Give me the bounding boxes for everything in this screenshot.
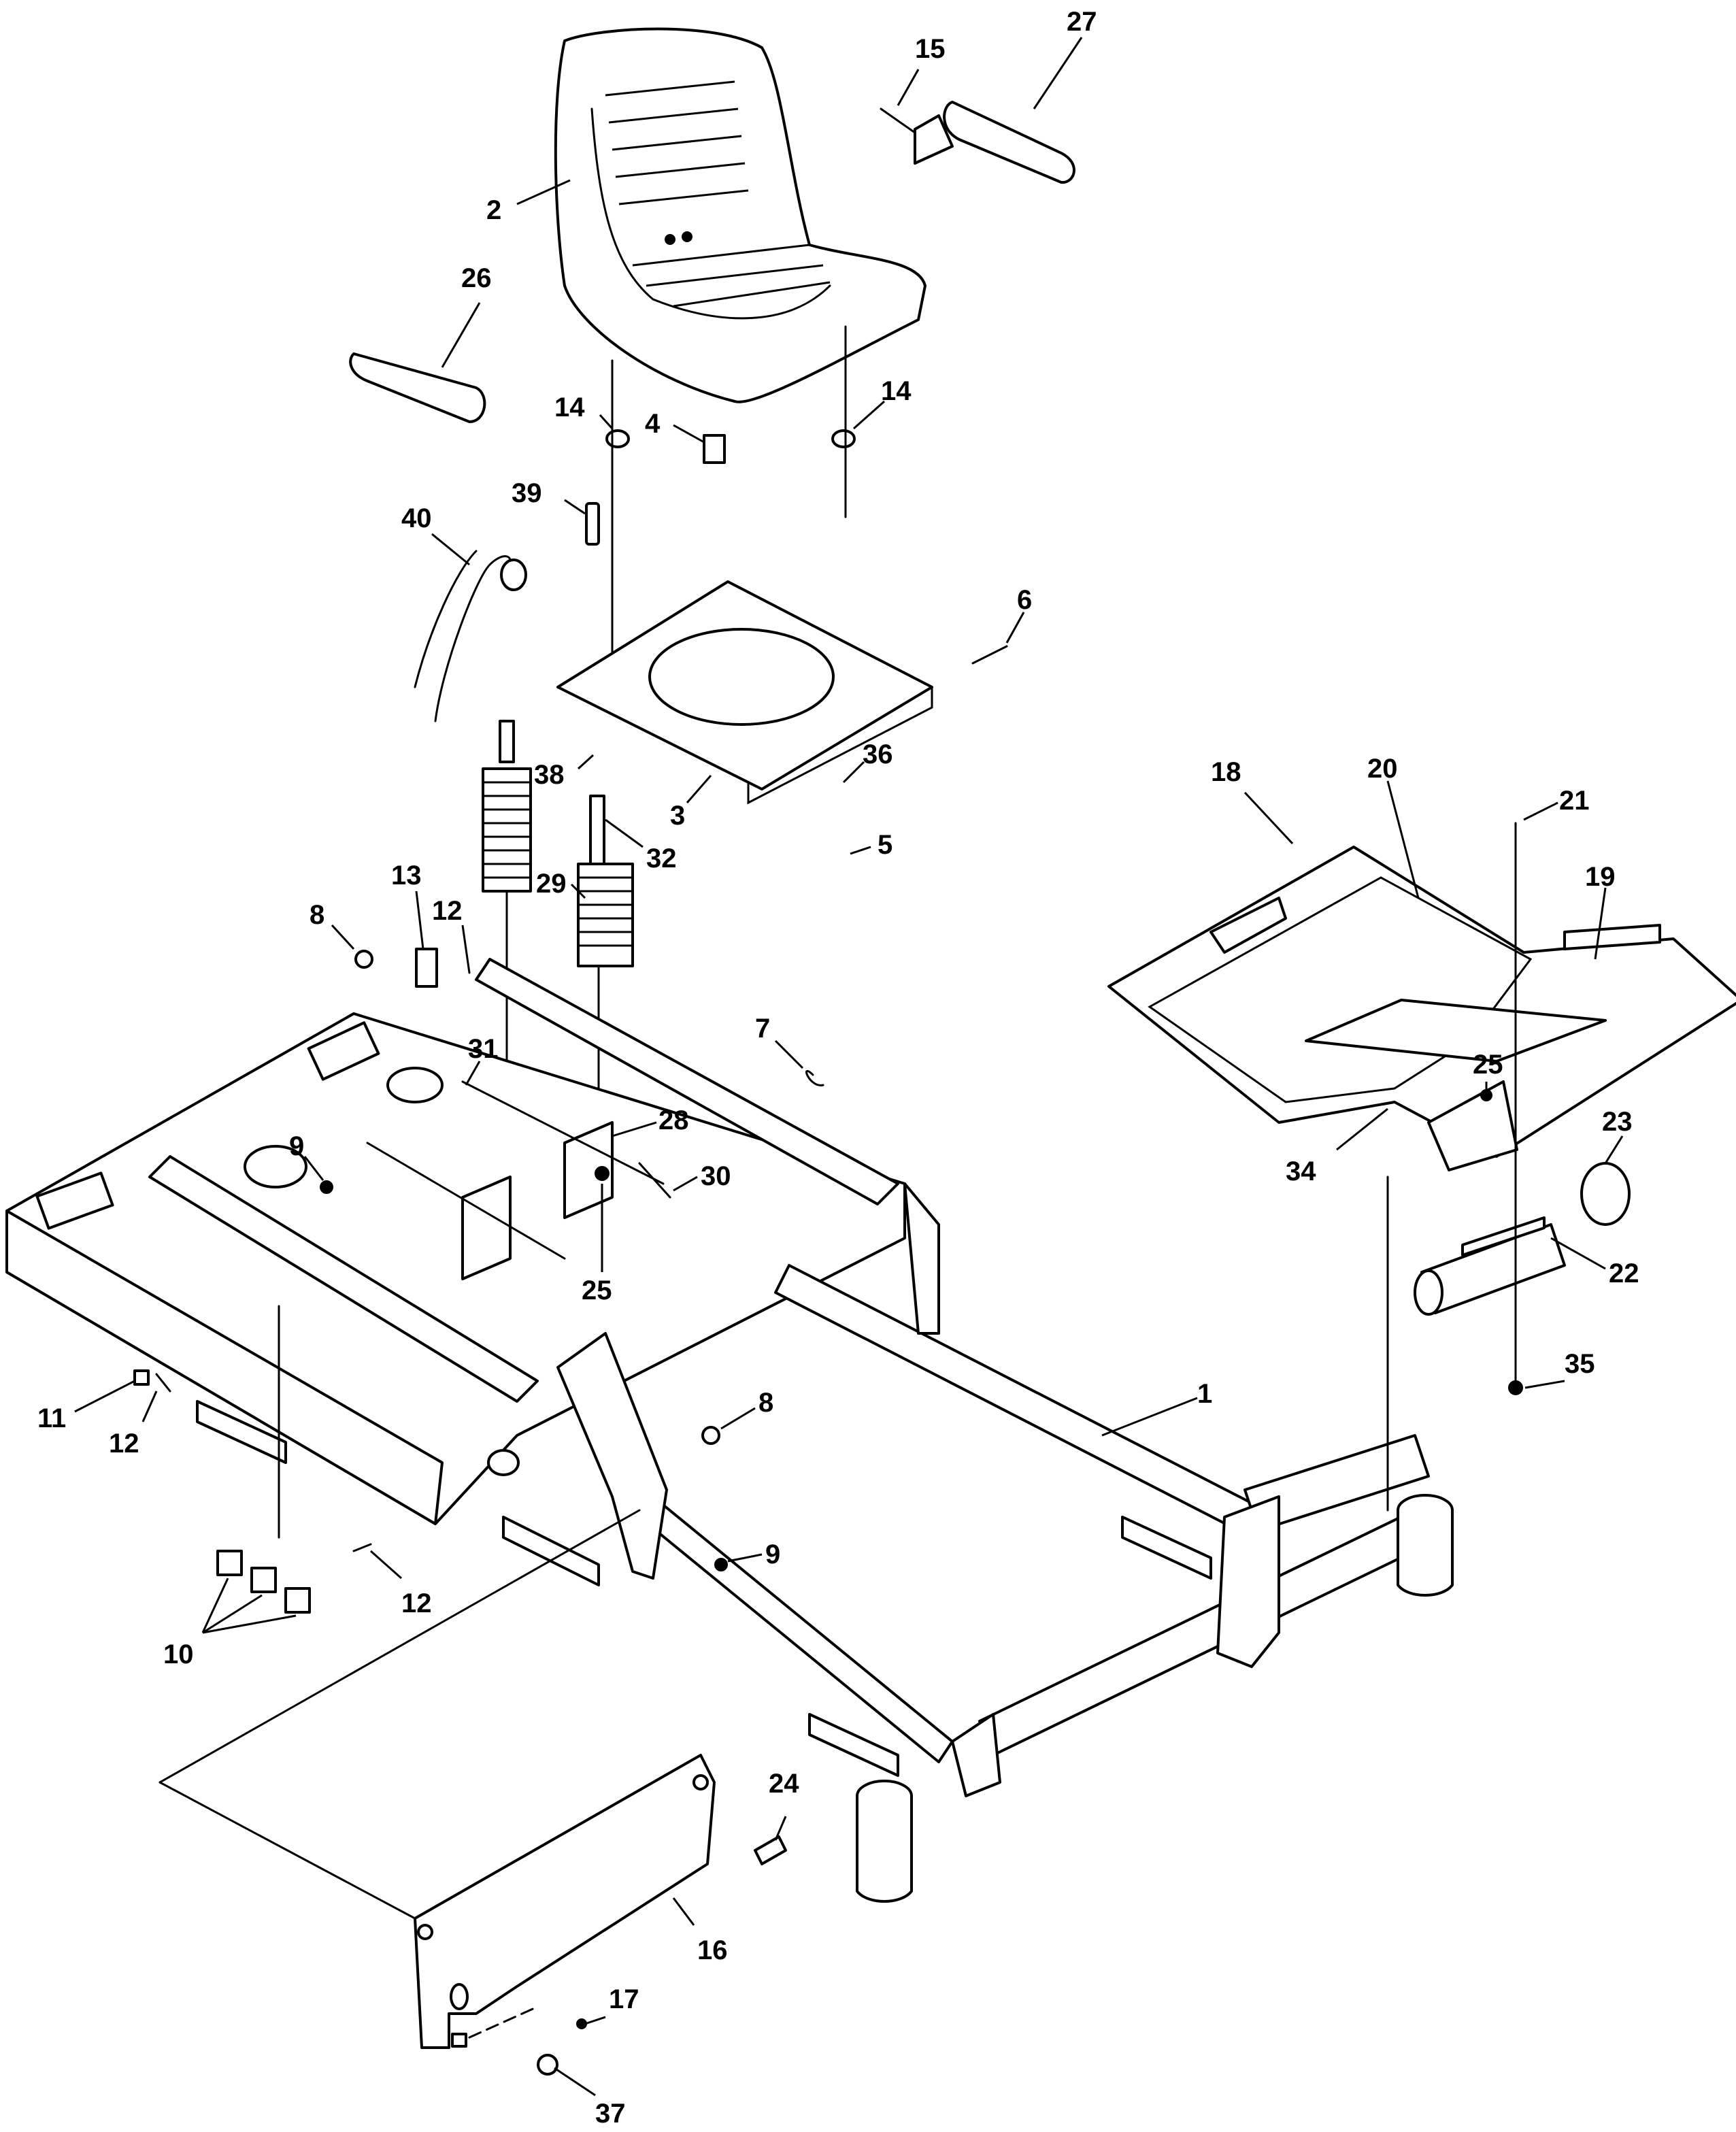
callout-14b: 14	[881, 376, 912, 406]
callout-34: 34	[1286, 1156, 1316, 1186]
bolt-24	[754, 1835, 787, 1865]
spring-right	[577, 795, 634, 967]
callout-labels: 1 2 3 4 5 6 7 8 8 9 9 10 11 12 12 12	[37, 7, 1639, 2129]
callout-12b: 12	[109, 1429, 139, 1459]
callout-9a: 9	[289, 1131, 304, 1161]
callout-29: 29	[536, 869, 567, 899]
callout-39: 39	[512, 478, 542, 508]
callout-16: 16	[697, 1935, 728, 1965]
callout-5: 5	[878, 830, 892, 860]
callout-27: 27	[1067, 7, 1097, 37]
callout-30: 30	[701, 1161, 731, 1191]
callout-20: 20	[1367, 754, 1398, 784]
axle	[1414, 1162, 1631, 1316]
callout-6: 6	[1017, 585, 1032, 615]
callout-12c: 12	[401, 1588, 432, 1618]
callout-15: 15	[915, 34, 946, 64]
callout-32: 32	[646, 844, 677, 873]
armrest-bracket	[914, 114, 954, 165]
bracket-28	[563, 1121, 614, 1219]
callout-36: 36	[863, 739, 893, 769]
seat	[554, 27, 927, 403]
connector-13	[415, 948, 438, 988]
callout-4: 4	[645, 409, 661, 439]
callout-8b: 8	[758, 1388, 773, 1418]
floor-pan	[1107, 846, 1736, 1171]
seat-switch	[703, 434, 726, 464]
callout-21: 21	[1559, 786, 1590, 816]
callout-31: 31	[468, 1034, 499, 1064]
callout-14a: 14	[554, 393, 585, 422]
callout-40: 40	[401, 503, 432, 533]
callout-10: 10	[163, 1639, 194, 1669]
callout-11: 11	[37, 1403, 66, 1433]
callout-22: 22	[1609, 1259, 1639, 1288]
callout-25b: 25	[1473, 1050, 1503, 1080]
callout-12a: 12	[432, 896, 463, 926]
callout-35: 35	[1565, 1349, 1595, 1379]
callout-18: 18	[1211, 757, 1241, 787]
callout-17: 17	[609, 1984, 639, 2014]
armrest-left	[349, 352, 486, 423]
callout-23: 23	[1602, 1107, 1633, 1137]
spring-left	[482, 720, 532, 893]
spacer-right	[831, 429, 856, 448]
main-frame	[5, 958, 1454, 1903]
callout-24: 24	[769, 1769, 799, 1799]
wire-harness	[434, 555, 512, 722]
callout-2: 2	[486, 195, 501, 225]
bolt-6	[971, 645, 1008, 665]
callout-1: 1	[1197, 1379, 1212, 1409]
armrest-right	[943, 101, 1075, 184]
relay-group	[216, 1550, 311, 1614]
callout-19: 19	[1585, 862, 1616, 892]
spacer-left	[605, 429, 630, 448]
callout-38: 38	[534, 760, 565, 790]
callout-8a: 8	[310, 900, 324, 930]
callout-26: 26	[461, 263, 492, 293]
pivot-pin	[585, 502, 600, 546]
callout-25a: 25	[582, 1276, 612, 1305]
callout-28: 28	[658, 1105, 689, 1135]
callout-37: 37	[595, 2099, 626, 2129]
callout-3: 3	[670, 801, 685, 831]
shield	[414, 1754, 716, 2049]
callout-13: 13	[391, 861, 422, 890]
callout-9b: 9	[765, 1539, 780, 1569]
bolt-15	[880, 107, 916, 134]
callout-7: 7	[755, 1014, 770, 1044]
